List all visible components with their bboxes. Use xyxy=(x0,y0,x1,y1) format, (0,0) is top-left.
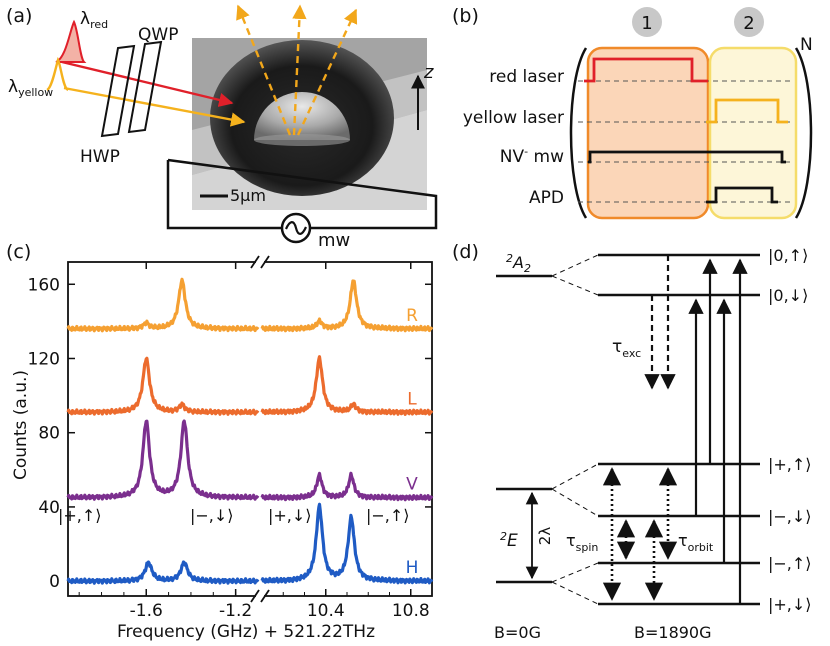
step-2-box xyxy=(708,46,798,220)
pulse-red-laser xyxy=(584,57,708,83)
y-tick-label: 160 xyxy=(28,275,60,295)
state-label-4: |−,↑⟩ xyxy=(366,506,410,525)
level-label-plus-down: |+,↓⟩ xyxy=(768,595,812,614)
break-gap-bottom xyxy=(256,590,264,602)
row-yellow-laser: yellow laser xyxy=(463,108,564,128)
series-R-line xyxy=(260,279,434,333)
qwp-plate xyxy=(127,40,163,134)
state-label-2: |−,↓⟩ xyxy=(190,506,234,525)
panel-b-label: (b) xyxy=(452,5,479,27)
series-H-line xyxy=(260,502,434,585)
axis-break-top xyxy=(250,255,260,269)
series-L-line xyxy=(260,355,434,416)
hwp-plate xyxy=(100,44,136,138)
lambda-yellow: λyellow xyxy=(8,77,53,99)
series-R-line xyxy=(66,277,260,333)
x-axis-label: Frequency (GHz) + 521.22THz xyxy=(117,622,375,642)
y-axis-label: Counts (a.u.) xyxy=(11,370,31,480)
pulse-nv-mw xyxy=(588,150,786,164)
b-field-label: B=1890G xyxy=(634,623,712,642)
step-2-badge xyxy=(734,7,764,37)
two-lambda-label: 2λ xyxy=(536,527,554,546)
z-label: z xyxy=(423,62,434,83)
row-apd: APD xyxy=(529,188,564,208)
a2-label: 2A2 xyxy=(506,252,531,275)
plot-frame xyxy=(67,261,433,597)
svg-text:1: 1 xyxy=(641,13,652,34)
mw-label: mw xyxy=(318,230,350,251)
series-V-line xyxy=(66,419,260,501)
panel-c: (c) 0 40 80 120 160 -1.6 -1.2 10.4 10.8 R L V H |+,↑… xyxy=(6,241,434,642)
series-L-line xyxy=(66,356,260,416)
y-tick-label: 120 xyxy=(28,349,60,369)
x-tick-label: 10.8 xyxy=(392,601,430,621)
series-L-label: L xyxy=(407,389,417,409)
step-1-badge xyxy=(632,7,662,37)
axis-break-bottom-2 xyxy=(260,589,270,603)
row-nv-mw: NV- mw xyxy=(500,145,564,167)
break-gap-top xyxy=(256,256,264,268)
series-H-line xyxy=(66,560,260,585)
qwp-label: QWP xyxy=(138,25,178,45)
panel-d: (d) 2A2 2E 2λ |0,↑⟩ |0,↓⟩ |+,↑⟩ |−,↓⟩ |−… xyxy=(452,241,812,642)
red-pulse xyxy=(55,19,87,63)
x-tick-label: -1.2 xyxy=(219,601,252,621)
axis-break-bottom xyxy=(250,589,260,603)
step-1-box xyxy=(586,46,710,220)
level-label-minus-up: |−,↑⟩ xyxy=(768,554,812,573)
tau-exc-label: τexc xyxy=(612,337,641,360)
y-tick-label: 80 xyxy=(38,424,60,444)
left-paren xyxy=(569,47,588,219)
x-tick-label: 10.4 xyxy=(307,601,345,621)
pulse-apd xyxy=(706,186,778,204)
y-tick-label: 40 xyxy=(38,498,60,518)
state-label-1: |+,↑⟩ xyxy=(58,506,102,525)
tau-spin-label: τspin xyxy=(566,531,598,554)
panel-c-label: (c) xyxy=(6,241,31,263)
panel-a-label: (a) xyxy=(6,5,32,27)
series-V-line xyxy=(260,471,434,502)
hwp-label: HWP xyxy=(80,147,120,167)
red-beam xyxy=(61,60,234,107)
level-label-plus-up: |+,↑⟩ xyxy=(768,455,812,474)
scale-label: 5µm xyxy=(230,186,266,205)
row-red-laser: red laser xyxy=(489,67,564,87)
panel-d-label: (d) xyxy=(452,241,479,263)
lambda-red: λred xyxy=(80,9,108,31)
axis-break-top-2 xyxy=(260,255,270,269)
state-label-3: |+,↓⟩ xyxy=(268,506,312,525)
x-tick-label: -1.6 xyxy=(130,601,163,621)
series-R-label: R xyxy=(406,306,418,326)
tau-orbit-label: τorbit xyxy=(678,531,714,554)
series-H-label: H xyxy=(406,558,419,578)
yellow-beam xyxy=(63,86,246,127)
right-paren xyxy=(794,47,813,219)
level-label-0-up: |0,↑⟩ xyxy=(768,246,808,265)
svg-text:2: 2 xyxy=(743,13,754,34)
series-V-label: V xyxy=(406,475,418,495)
e-label: 2E xyxy=(500,530,518,551)
yellow-pulse xyxy=(46,56,69,92)
pulse-yellow-laser xyxy=(706,98,788,124)
y-tick-label: 0 xyxy=(49,572,60,592)
level-label-minus-down: |−,↓⟩ xyxy=(768,507,812,526)
level-label-0-down: |0,↓⟩ xyxy=(768,286,808,305)
spectra-chart: 0 40 80 120 160 -1.6 -1.2 10.4 10.8 R L V H xyxy=(28,255,434,621)
panel-b: (b) 1 2 N red laser yellow laser NV- mw … xyxy=(452,5,813,220)
repeat-n: N xyxy=(800,35,813,55)
b-zero-label: B=0G xyxy=(494,623,541,642)
mw-wire xyxy=(167,158,438,230)
emission-arrows xyxy=(236,4,358,136)
sem-image: 5µm xyxy=(192,38,427,210)
panel-a: (a) 5µm λred λyellow QWP HW xyxy=(6,4,438,251)
